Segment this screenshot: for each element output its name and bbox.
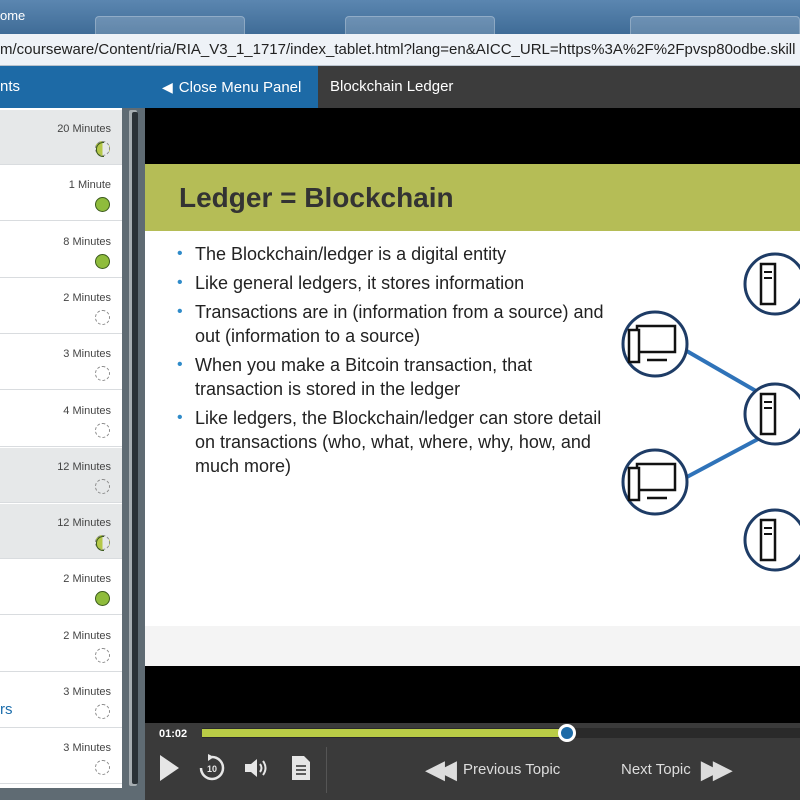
app-header: nts ◀ Close Menu Panel Blockchain Ledger (0, 66, 800, 108)
play-button[interactable] (157, 753, 181, 783)
topic-duration: 3 Minutes (63, 348, 111, 361)
double-chevron-left-icon: ◀◀ (425, 754, 457, 784)
close-menu-panel-button[interactable]: ◀ Close Menu Panel (148, 66, 318, 108)
slide-bullet: The Blockchain/ledger is a digital entit… (177, 242, 607, 266)
status-in-progress-icon (95, 535, 110, 552)
slide-bullet-list: The Blockchain/ledger is a digital entit… (177, 242, 607, 483)
slide-bullet: Transactions are in (information from a … (177, 300, 607, 348)
player-controls: 01:02 10 ◀◀ Previous Topic (145, 723, 800, 800)
browser-tab-bar: ome (0, 0, 800, 34)
topic-duration: 2 Minutes (63, 629, 111, 642)
audio-button[interactable] (243, 755, 269, 781)
previous-topic-button[interactable]: ◀◀ Previous Topic (425, 755, 560, 783)
status-in-progress-icon (95, 141, 110, 157)
status-not-started-icon (95, 422, 110, 438)
topic-item[interactable]: 1 Minute (0, 166, 122, 222)
sidebar-scrollbar-thumb[interactable] (132, 112, 138, 784)
slide-bullet: Like general ledgers, it stores informat… (177, 271, 607, 295)
topic-item[interactable]: 8 Minutes (0, 223, 122, 278)
chevron-left-icon: ◀ (162, 78, 173, 95)
slide-title-bar: Ledger = Blockchain (145, 164, 800, 231)
topic-item[interactable]: 2 Minutes (0, 560, 122, 616)
address-bar[interactable]: m/courseware/Content/ria/RIA_V3_1_1717/i… (0, 34, 800, 66)
menu-panel-header: nts (0, 66, 148, 108)
topic-duration: 2 Minutes (63, 573, 111, 586)
computer-node (743, 508, 800, 572)
topic-duration: 12 Minutes (57, 517, 111, 530)
replay-seconds: 10 (207, 764, 217, 774)
network-diagram (621, 252, 800, 572)
computer-node (743, 252, 800, 316)
topic-duration: 2 Minutes (63, 291, 111, 304)
topic-duration: 3 Minutes (63, 742, 111, 755)
menu-panel-title: nts (0, 78, 21, 95)
topic-item[interactable]: 3 Minutes rs (0, 673, 122, 728)
topic-item[interactable]: 12 Minutes (0, 447, 122, 503)
next-topic-label: Next Topic (621, 760, 691, 778)
speaker-icon (245, 759, 267, 777)
topic-duration: 4 Minutes (63, 404, 111, 417)
url-text[interactable]: m/courseware/Content/ria/RIA_V3_1_1717/i… (0, 41, 796, 58)
status-not-started-icon (95, 647, 110, 663)
slide-title: Ledger = Blockchain (179, 182, 454, 213)
browser-tab[interactable] (345, 16, 495, 34)
progress-bar[interactable] (202, 724, 800, 742)
topic-item[interactable]: 3 Minutes (0, 335, 122, 391)
transcript-button[interactable] (289, 754, 313, 782)
topic-duration: 1 Minute (68, 179, 111, 192)
browser-tab[interactable] (630, 16, 800, 34)
status-not-started-icon (95, 366, 110, 382)
computer-node (621, 310, 689, 378)
elapsed-time: 01:02 (159, 728, 188, 740)
topic-item[interactable]: 2 Minutes (0, 279, 122, 334)
progress-handle[interactable] (558, 724, 576, 742)
topic-duration: 8 Minutes (63, 235, 111, 248)
status-complete-icon (95, 197, 110, 213)
progress-fill (202, 729, 567, 737)
window-title: ome (0, 8, 26, 23)
status-not-started-icon (95, 478, 110, 494)
topic-item[interactable]: 2 Minutes (0, 617, 122, 672)
menu-panel: 20 Minutes 1 Minute 8 Minutes 2 Minutes 3 Mi… (0, 108, 145, 800)
computer-node (621, 448, 689, 516)
document-icon (292, 756, 310, 780)
slide-footer (145, 626, 800, 666)
topic-title-link[interactable]: rs (0, 701, 13, 718)
topic-item[interactable]: 12 Minutes (0, 504, 122, 560)
topic-title: Blockchain Ledger (330, 78, 454, 95)
close-menu-panel-label: Close Menu Panel (178, 78, 302, 96)
computer-node (743, 382, 800, 446)
topic-duration: 12 Minutes (57, 460, 111, 473)
double-chevron-right-icon: ▶▶ (700, 754, 733, 784)
topic-duration: 3 Minutes (63, 686, 111, 698)
topic-item[interactable]: 4 Minutes (0, 392, 122, 447)
status-not-started-icon (95, 704, 110, 719)
play-icon (160, 755, 179, 781)
topic-item[interactable]: 3 Minutes (0, 729, 122, 785)
replay-10-button[interactable]: 10 (197, 753, 227, 783)
status-not-started-icon (95, 760, 110, 776)
control-divider (326, 747, 327, 793)
slide-bullet: When you make a Bitcoin transaction, tha… (177, 353, 607, 401)
status-complete-icon (95, 253, 110, 269)
status-complete-icon (95, 591, 110, 607)
topic-list: 20 Minutes 1 Minute 8 Minutes 2 Minutes 3 Mi… (0, 108, 122, 788)
slide-bullet: Like ledgers, the Blockchain/ledger can … (177, 406, 607, 478)
status-not-started-icon (95, 309, 110, 325)
slide: Ledger = Blockchain The Blockchain/ledge… (145, 164, 800, 666)
next-topic-button[interactable]: Next Topic ▶▶ (621, 754, 733, 784)
previous-topic-label: Previous Topic (463, 760, 561, 778)
replay-10-icon: 10 (199, 754, 225, 781)
topic-item[interactable]: 20 Minutes (0, 110, 122, 165)
browser-tab[interactable] (95, 16, 245, 34)
topic-duration: 20 Minutes (57, 123, 111, 135)
